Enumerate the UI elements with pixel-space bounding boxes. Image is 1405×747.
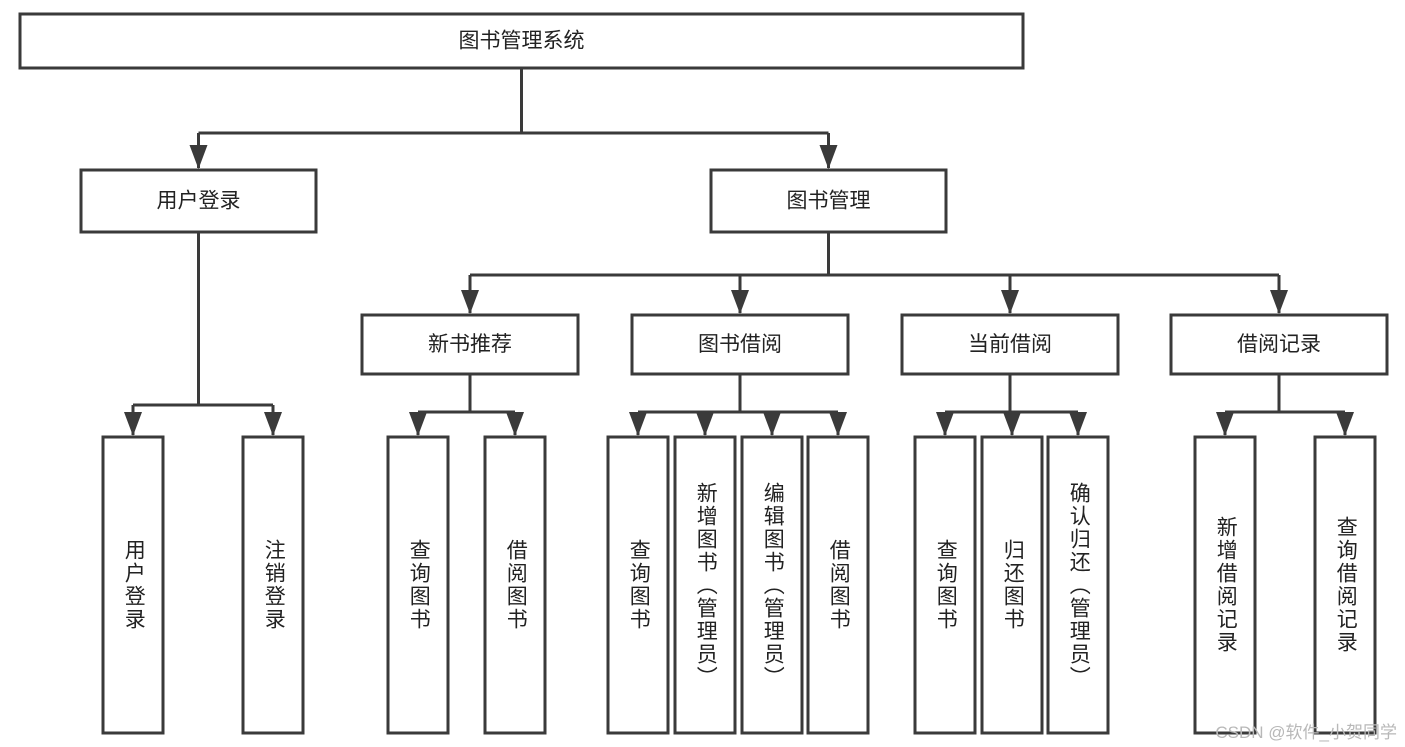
node-leaf-9[interactable] bbox=[980, 435, 1044, 735]
arrow-head-leaf-4-0 bbox=[1216, 412, 1234, 436]
node-level3-label-3: 借阅记录 bbox=[1237, 333, 1321, 356]
arrow-head-leaf-3-1 bbox=[1003, 412, 1021, 436]
node-level3-3[interactable] bbox=[1169, 313, 1389, 376]
node-leaf-10[interactable] bbox=[1046, 435, 1110, 735]
arrow-head-leaf-2-3 bbox=[829, 412, 847, 436]
arrow-head-leaf-1-1 bbox=[506, 412, 524, 436]
node-level3-label-2: 当前借阅 bbox=[968, 333, 1052, 356]
node-level3-2[interactable] bbox=[900, 313, 1120, 376]
arrow-head-level2-1 bbox=[819, 145, 838, 169]
node-level3-1[interactable] bbox=[630, 313, 850, 376]
arrow-head-level3-2 bbox=[1001, 290, 1019, 314]
node-level3-label-0: 新书推荐 bbox=[428, 333, 512, 356]
node-level2-0[interactable] bbox=[79, 168, 318, 234]
arrow-head-leaf-2-2 bbox=[763, 412, 781, 436]
node-leaf-11[interactable] bbox=[1193, 435, 1257, 735]
node-leaf-6[interactable] bbox=[740, 435, 804, 735]
node-leaf-1[interactable] bbox=[241, 435, 305, 735]
node-leaf-12[interactable] bbox=[1313, 435, 1377, 735]
node-level2-1[interactable] bbox=[709, 168, 948, 234]
node-leaf-3[interactable] bbox=[483, 435, 547, 735]
arrow-head-level3-3 bbox=[1270, 290, 1288, 314]
arrow-head-level3-0 bbox=[461, 290, 479, 314]
arrow-head-level2-0 bbox=[189, 145, 208, 169]
csdn-watermark: CSDN @软件_小贺同学 bbox=[1215, 723, 1397, 742]
node-boxes bbox=[18, 12, 1389, 735]
arrow-head-leaf-2-1 bbox=[696, 412, 714, 436]
node-root-label: 图书管理系统 bbox=[459, 30, 585, 53]
arrow-head-leaf-0-1 bbox=[264, 412, 282, 436]
node-leaf-7[interactable] bbox=[806, 435, 870, 735]
node-leaf-8[interactable] bbox=[913, 435, 977, 735]
arrow-head-level3-1 bbox=[731, 290, 749, 314]
node-level2-label-0: 用户登录 bbox=[157, 190, 241, 213]
arrow-head-leaf-2-0 bbox=[629, 412, 647, 436]
node-leaf-2[interactable] bbox=[386, 435, 450, 735]
arrow-head-leaf-0-0 bbox=[124, 412, 142, 436]
node-leaf-5[interactable] bbox=[673, 435, 737, 735]
node-level3-label-1: 图书借阅 bbox=[698, 333, 782, 356]
node-leaf-0[interactable] bbox=[101, 435, 165, 735]
connector-lines bbox=[124, 68, 1354, 436]
arrow-head-leaf-1-0 bbox=[409, 412, 427, 436]
node-root-图书管理系统[interactable] bbox=[18, 12, 1025, 70]
node-level3-0[interactable] bbox=[360, 313, 580, 376]
arrow-head-leaf-3-2 bbox=[1069, 412, 1087, 436]
arrow-head-leaf-3-0 bbox=[936, 412, 954, 436]
node-leaf-4[interactable] bbox=[606, 435, 670, 735]
node-level2-label-1: 图书管理 bbox=[787, 190, 871, 213]
arrow-head-leaf-4-1 bbox=[1336, 412, 1354, 436]
